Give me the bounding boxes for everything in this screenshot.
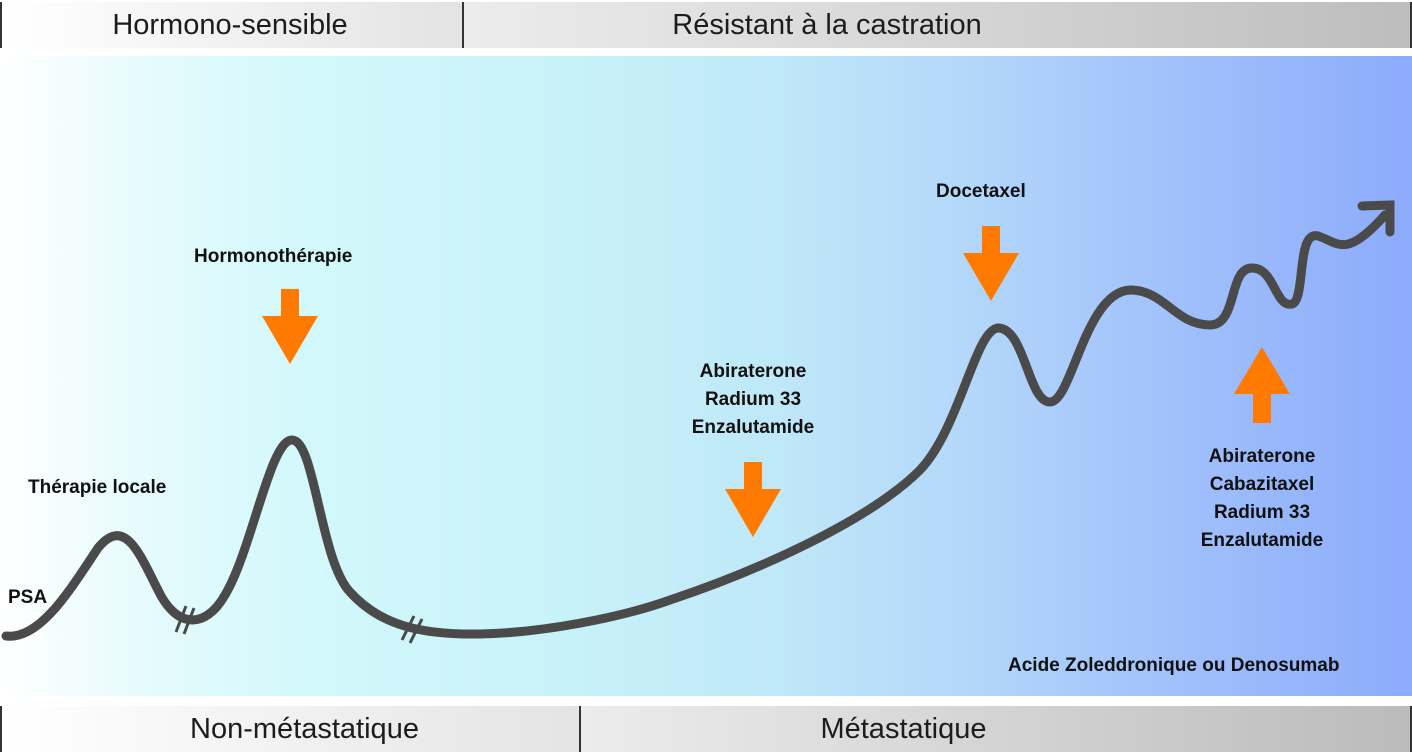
phase-hormone-sensitive-label: Hormono-sensible bbox=[112, 8, 348, 41]
down-arrow-icon bbox=[262, 289, 318, 364]
down-arrow-icon bbox=[725, 462, 781, 537]
hormonotherapy-label: Hormonothérapie bbox=[194, 246, 353, 267]
late-treatment-item: Abiraterone bbox=[1208, 446, 1316, 467]
psa-curve bbox=[1, 210, 1390, 641]
mid-treatment-item: Radium 33 bbox=[704, 389, 802, 410]
mid-treatment-item: Enzalutamide bbox=[691, 417, 815, 438]
phase-metastatic-label: Métastatique bbox=[820, 712, 987, 745]
phase-castration-resistant: Résistant à la castration bbox=[462, 2, 1412, 48]
phase-non-metastatic: Non-métastatique bbox=[0, 706, 579, 752]
late-treatment-item: Cabazitaxel bbox=[1209, 474, 1315, 495]
phase-non-metastatic-label: Non-métastatique bbox=[190, 712, 419, 745]
late-treatments-list: Abiraterone Cabazitaxel Radium 33 Enzalu… bbox=[1172, 443, 1352, 555]
late-treatment-item: Radium 33 bbox=[1213, 502, 1311, 523]
psa-label: PSA bbox=[8, 587, 48, 608]
phase-hormone-sensitive: Hormono-sensible bbox=[0, 2, 462, 48]
bone-agents-label: Acide Zoleddronique ou Denosumab bbox=[1008, 655, 1340, 676]
curve-arrowhead-icon bbox=[1357, 200, 1395, 237]
phase-metastatic: Métastatique bbox=[579, 706, 1412, 752]
up-arrow-icon bbox=[1234, 347, 1290, 423]
axis-break-icon bbox=[400, 615, 424, 644]
late-treatment-item: Enzalutamide bbox=[1200, 530, 1324, 551]
axis-break-icon bbox=[174, 605, 196, 635]
top-phase-bar: Hormono-sensible Résistant à la castrati… bbox=[0, 2, 1412, 48]
mid-treatments-list: Abiraterone Radium 33 Enzalutamide bbox=[660, 358, 846, 442]
mid-treatment-item: Abiraterone bbox=[699, 361, 807, 382]
phase-castration-resistant-label: Résistant à la castration bbox=[672, 8, 982, 41]
down-arrow-icon bbox=[963, 226, 1019, 301]
local-therapy-label: Thérapie locale bbox=[28, 477, 167, 498]
bottom-phase-bar: Non-métastatique Métastatique bbox=[0, 706, 1412, 752]
docetaxel-label: Docetaxel bbox=[936, 181, 1026, 202]
